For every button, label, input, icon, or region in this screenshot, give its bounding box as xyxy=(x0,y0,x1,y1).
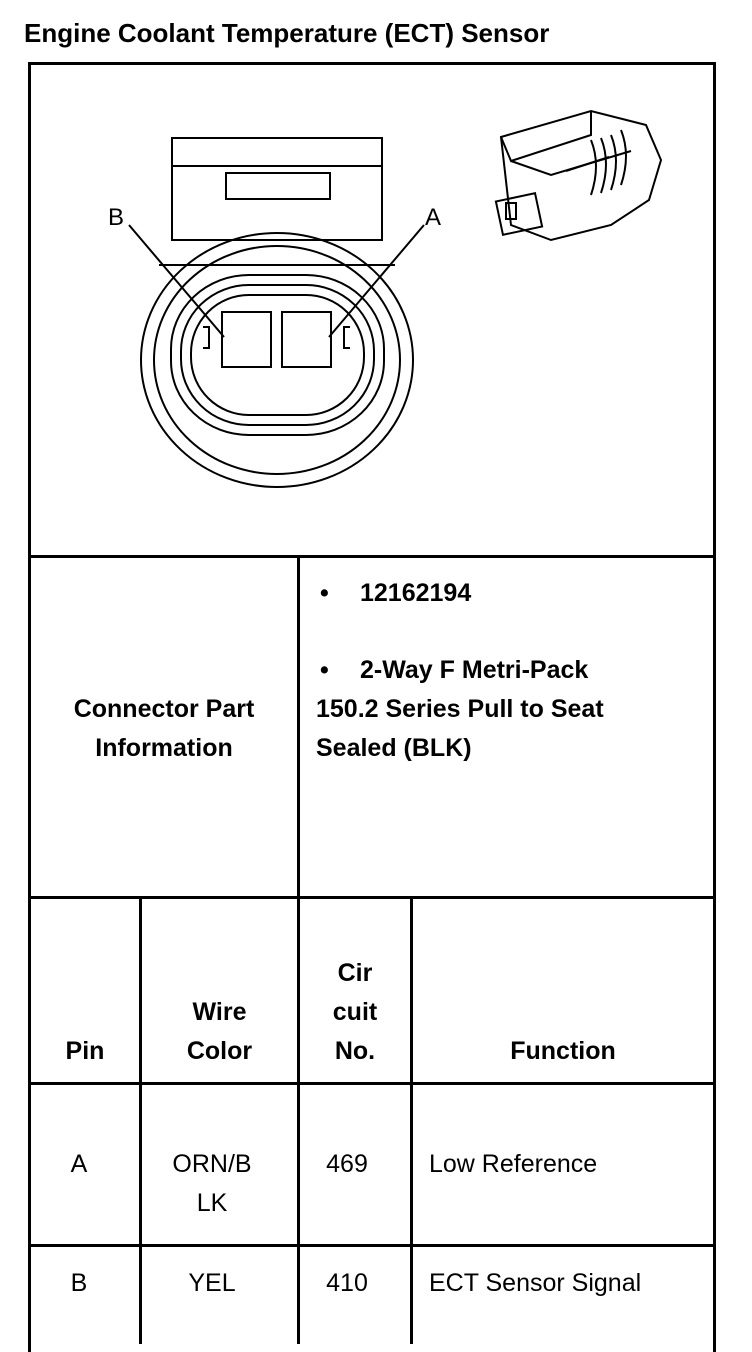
divider xyxy=(28,1244,716,1247)
part-description-item: • 2-Way F Metri-Pack xyxy=(316,651,711,690)
connector-face-icon xyxy=(128,109,663,488)
part-description-line: 2-Way F Metri-Pack xyxy=(360,656,589,684)
part-number: 12162194 xyxy=(360,579,472,607)
header-function: Function xyxy=(413,899,713,1071)
pin-label-b: B xyxy=(108,204,125,231)
pin-label-a: A xyxy=(425,204,442,231)
divider xyxy=(28,555,716,558)
header-circuit-label: cuit xyxy=(332,998,378,1026)
bullet: • xyxy=(320,579,329,607)
part-info-label-line: Connector Part xyxy=(73,695,255,723)
row-a-wire-color: ORN/B LK xyxy=(142,1145,282,1223)
row-b-wire-color: YEL xyxy=(188,1269,236,1297)
header-wire-color: Wire Color xyxy=(142,899,297,1071)
row-b-pin: B xyxy=(70,1269,88,1297)
wire-color-line: ORN/B xyxy=(172,1150,252,1178)
part-number-item: • 12162194 xyxy=(316,574,711,613)
column-divider xyxy=(410,897,413,1344)
row-a-pin: A xyxy=(70,1150,88,1178)
column-divider xyxy=(297,556,300,1344)
header-pin-label: Pin xyxy=(65,1037,105,1065)
header-circuit-label: Cir xyxy=(337,959,373,987)
part-description-line: 150.2 Series Pull to Seat xyxy=(316,695,604,723)
row-b-function: ECT Sensor Signal xyxy=(429,1269,642,1297)
wire-color-line: LK xyxy=(196,1189,228,1217)
part-info-label: Connector Part Information xyxy=(31,690,297,768)
divider xyxy=(28,1082,716,1085)
connector-table-frame xyxy=(28,62,716,1352)
column-divider xyxy=(139,897,142,1344)
part-info-label-line: Information xyxy=(95,734,233,762)
bullet: • xyxy=(320,656,329,684)
row-b-circuit: 410 xyxy=(326,1269,368,1297)
header-circuit: Cir cuit No. xyxy=(300,899,410,1071)
part-info-values: • 12162194 • 2-Way F Metri-Pack 150.2 Se… xyxy=(316,574,711,768)
row-a-function: Low Reference xyxy=(429,1150,598,1178)
header-pin: Pin xyxy=(31,899,139,1071)
header-wire-label: Color xyxy=(186,1037,253,1065)
connector-perspective-icon xyxy=(494,109,663,242)
part-description-line: Sealed (BLK) xyxy=(316,734,472,762)
page-title: Engine Coolant Temperature (ECT) Sensor xyxy=(24,18,550,48)
header-function-label: Function xyxy=(510,1037,616,1065)
divider xyxy=(28,896,716,899)
row-a-circuit: 469 xyxy=(326,1150,368,1178)
header-wire-label: Wire xyxy=(192,998,247,1026)
header-circuit-label: No. xyxy=(334,1037,376,1065)
connector-figure: B A xyxy=(31,65,713,555)
